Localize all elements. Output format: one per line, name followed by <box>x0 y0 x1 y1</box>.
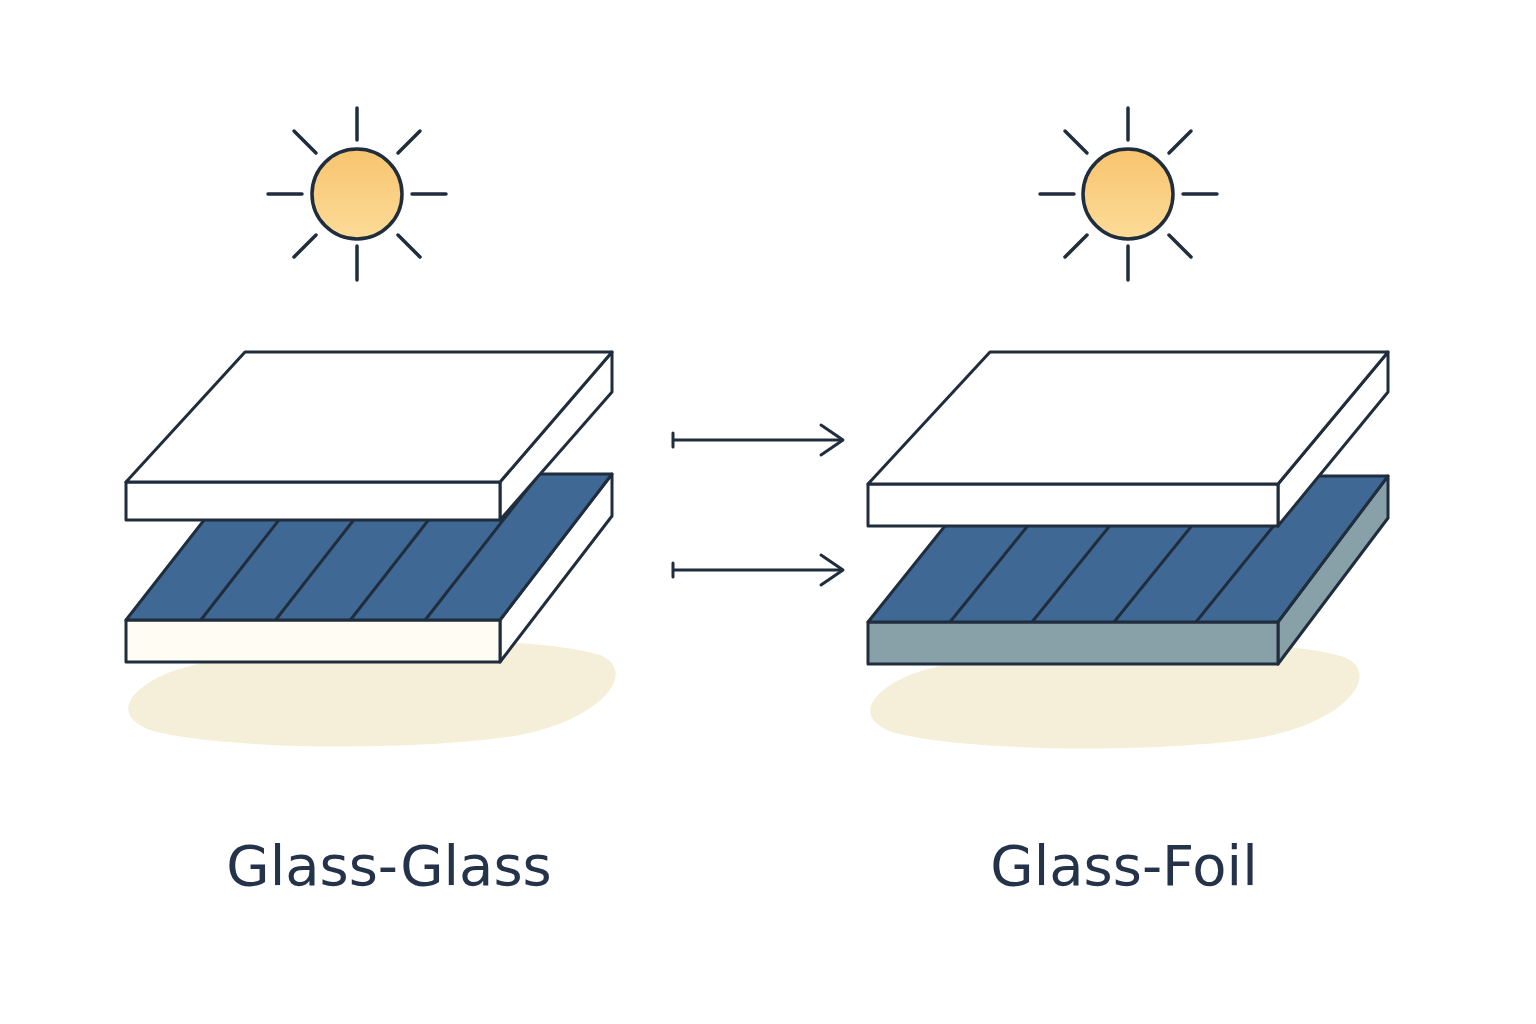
arrow-tail <box>672 563 675 577</box>
module-caption: Glass-Foil <box>843 832 1405 899</box>
sun-icon <box>268 108 446 280</box>
arrow-connector <box>673 425 843 455</box>
arrow-shaft <box>673 439 843 442</box>
module-figure: Glass-Foil <box>843 340 1405 900</box>
arrow-head <box>821 425 843 455</box>
arrow-head <box>821 555 843 585</box>
module-caption: Glass-Glass <box>105 832 673 899</box>
module-figure: Glass-Glass <box>105 340 673 900</box>
arrow-tail <box>672 433 675 447</box>
sun-icon <box>1040 108 1217 280</box>
arrow-connector <box>673 555 843 585</box>
glass-glass-module <box>126 352 612 662</box>
glass-foil-module <box>868 352 1388 664</box>
arrow-shaft <box>673 569 843 572</box>
